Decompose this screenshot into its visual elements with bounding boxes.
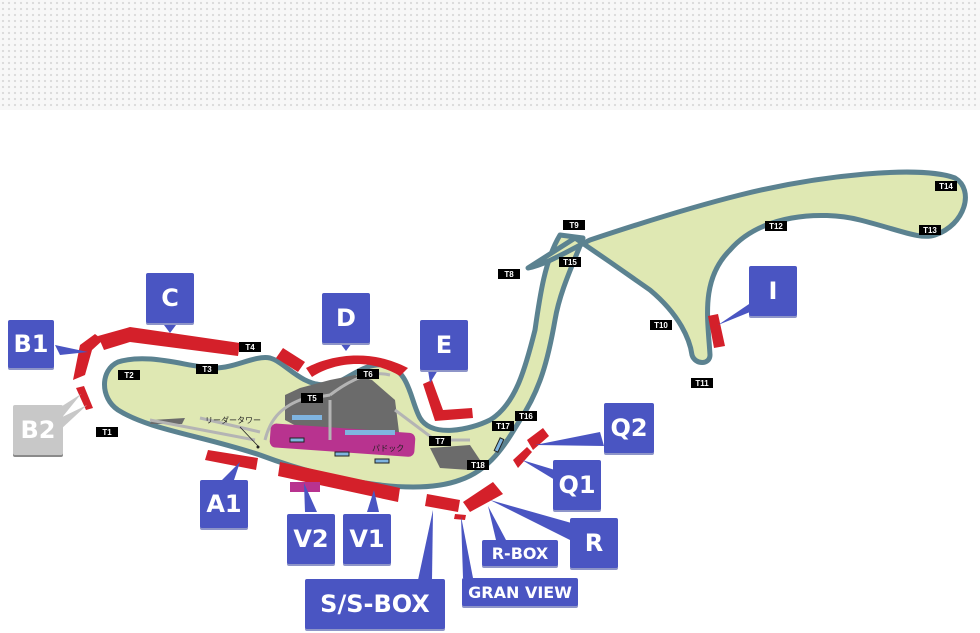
seat-label-b1[interactable]: B1 — [8, 320, 54, 368]
turn-t16: T16 — [515, 411, 537, 421]
stand-c — [98, 327, 240, 356]
stand-i — [708, 314, 725, 348]
pit-blue-2 — [345, 430, 395, 435]
seat-label-c[interactable]: C — [146, 273, 194, 323]
seat-label-q1[interactable]: Q1 — [553, 460, 601, 510]
svg-text:T11: T11 — [695, 379, 709, 388]
svg-text:T15: T15 — [563, 258, 577, 267]
svg-text:T4: T4 — [245, 343, 255, 352]
pit-blue-1 — [292, 415, 322, 420]
paddock-label: パドック — [372, 444, 404, 453]
turn-t17: T17 — [492, 421, 514, 431]
leader-tower-label: リーダータワー — [205, 415, 261, 425]
grandstands — [73, 314, 725, 520]
stand-e — [423, 380, 473, 421]
dotted-header-background — [0, 0, 980, 110]
stand-q2 — [527, 428, 549, 450]
turn-t5: T5 — [301, 393, 323, 403]
seat-label-r[interactable]: R — [570, 518, 618, 568]
turn-t11: T11 — [691, 378, 713, 388]
seat-label-b2[interactable]: B2 — [13, 405, 63, 455]
svg-text:T3: T3 — [202, 365, 212, 374]
svg-text:T1: T1 — [102, 428, 112, 437]
turn-t12: T12 — [765, 221, 787, 231]
building-paddock-gray — [285, 375, 400, 440]
stand-q1 — [513, 447, 532, 468]
svg-text:T9: T9 — [569, 221, 579, 230]
turn-t9: T9 — [563, 220, 585, 230]
svg-text:T12: T12 — [769, 222, 783, 231]
stand-ss-box — [425, 494, 460, 512]
svg-text:T7: T7 — [435, 437, 445, 446]
svg-text:T5: T5 — [307, 394, 317, 403]
svg-text:T16: T16 — [519, 412, 533, 421]
stand-d-1 — [276, 348, 305, 372]
seat-label-e[interactable]: E — [420, 320, 468, 370]
turn-markers: T1 T2 T3 T4 T5 T6 T7 T8 T9 T10 T11 T12 T… — [96, 181, 957, 470]
svg-text:T2: T2 — [124, 371, 134, 380]
svg-text:T14: T14 — [939, 182, 953, 191]
svg-text:T13: T13 — [923, 226, 937, 235]
turn-t10: T10 — [650, 320, 672, 330]
seat-label-d[interactable]: D — [322, 293, 370, 343]
seat-label-q2[interactable]: Q2 — [604, 403, 654, 453]
turn-t7: T7 — [429, 436, 451, 446]
svg-text:T8: T8 — [504, 270, 514, 279]
track-infield-east — [525, 169, 968, 365]
turn-t4: T4 — [239, 342, 261, 352]
seat-label-gran-view[interactable]: GRAN VIEW — [462, 578, 578, 606]
seat-label-v2[interactable]: V2 — [287, 514, 335, 564]
stand-v — [278, 462, 400, 502]
stand-b1 — [73, 334, 103, 380]
seat-label-ss-box[interactable]: S/S-BOX — [305, 579, 445, 629]
svg-text:T18: T18 — [471, 461, 485, 470]
turn-t1: T1 — [96, 427, 118, 437]
seat-label-r-box[interactable]: R-BOX — [482, 540, 558, 566]
pit-blue-3 — [493, 437, 505, 453]
leader-tower-pointer — [239, 426, 259, 447]
svg-text:T10: T10 — [654, 321, 668, 330]
turn-t13: T13 — [919, 225, 941, 235]
leader-tower-dot — [256, 445, 260, 449]
turn-t8: T8 — [498, 269, 520, 279]
svg-text:T6: T6 — [363, 370, 373, 379]
seat-label-i[interactable]: I — [749, 266, 797, 316]
svg-text:T17: T17 — [496, 422, 510, 431]
callout-pointers — [55, 300, 755, 580]
turn-t18: T18 — [467, 460, 489, 470]
paddock-slot-3 — [374, 458, 390, 464]
paddock-slot-1 — [289, 437, 305, 443]
turn-t14: T14 — [935, 181, 957, 191]
seat-label-a1[interactable]: A1 — [200, 480, 248, 528]
turn-t6: T6 — [357, 369, 379, 379]
paddock-slot-2 — [334, 451, 350, 457]
turn-t2: T2 — [118, 370, 140, 380]
stand-gran-view — [454, 514, 466, 520]
stand-b2 — [76, 386, 93, 410]
turn-t15: T15 — [559, 257, 581, 267]
stand-d-2 — [306, 355, 408, 377]
seat-label-v1[interactable]: V1 — [343, 514, 391, 564]
stand-r — [463, 482, 503, 512]
stand-a1 — [205, 450, 258, 470]
turn-t3: T3 — [196, 364, 218, 374]
